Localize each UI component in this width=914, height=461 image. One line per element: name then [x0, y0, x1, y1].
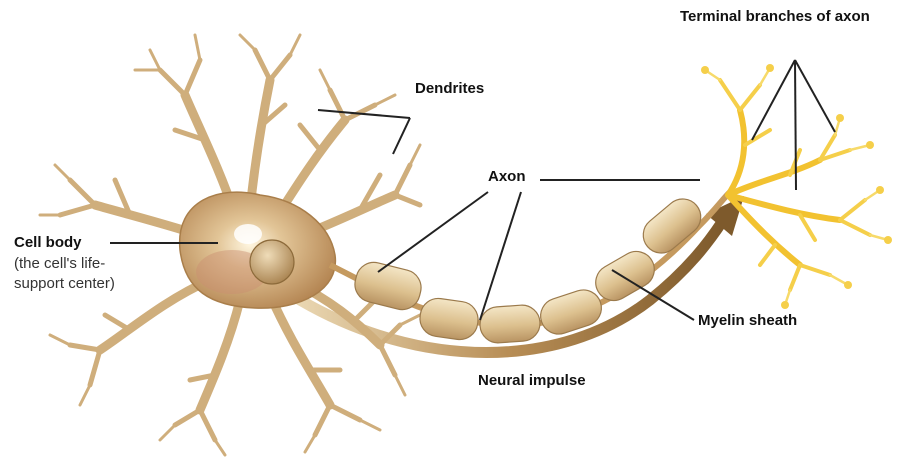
- terminal-branches-label: Terminal branches of axon: [680, 8, 870, 26]
- myelin-sheath-label: Myelin sheath: [698, 312, 797, 330]
- cell-body-label: Cell body: [14, 234, 82, 252]
- cell-body-shape: [180, 192, 336, 308]
- nucleus: [250, 240, 294, 284]
- cell-body-note-line2: support center): [14, 275, 115, 293]
- axon-label: Axon: [488, 168, 526, 186]
- neural-impulse-label: Neural impulse: [478, 372, 586, 390]
- cell-body-note-line1: (the cell's life-: [14, 255, 105, 273]
- dendrites-label: Dendrites: [415, 80, 484, 98]
